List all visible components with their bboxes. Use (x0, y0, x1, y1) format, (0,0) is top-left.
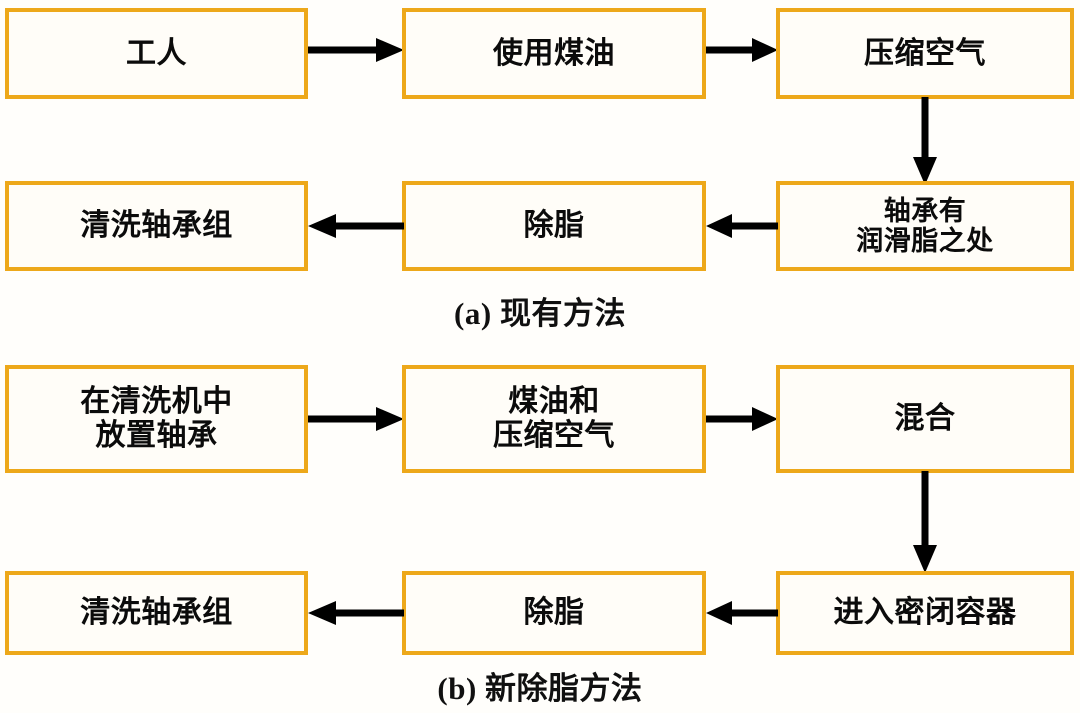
node-label: 进入密闭容器 (833, 596, 1017, 630)
process-node-compressed-air[interactable]: 压缩空气 (776, 8, 1074, 99)
node-label: 工人 (126, 36, 187, 70)
process-node-kerosene-and-compressed-air[interactable]: 煤油和 压缩空气 (402, 365, 706, 473)
process-node-mix[interactable]: 混合 (776, 365, 1074, 473)
arrow-left-grease-spot-to-degrease (704, 212, 780, 240)
node-label: 使用煤油 (493, 36, 615, 70)
arrow-left-degrease-to-clean-bearing-set-new (306, 599, 406, 627)
node-label: 除脂 (523, 209, 585, 243)
arrow-right-worker-to-kerosene (306, 36, 406, 64)
node-label: 压缩空气 (864, 36, 986, 70)
process-node-clean-bearing-set-new[interactable]: 清洗轴承组 (5, 571, 308, 655)
process-node-place-bearing-in-washer[interactable]: 在清洗机中 放置轴承 (5, 365, 308, 473)
arrow-right-place-bearing-to-kerosene-air (306, 405, 406, 433)
arrow-down-compressed-air-to-grease-spot (911, 97, 939, 185)
arrow-left-degrease-to-clean-bearing-set (306, 212, 406, 240)
figure-caption-a: (a) 现有方法 (454, 296, 626, 331)
arrow-right-kerosene-air-to-mix (704, 405, 780, 433)
node-label: 在清洗机中 放置轴承 (80, 385, 233, 452)
process-node-clean-bearing-set[interactable]: 清洗轴承组 (5, 181, 308, 271)
node-label: 清洗轴承组 (80, 209, 233, 243)
process-node-degrease[interactable]: 除脂 (402, 181, 706, 271)
node-label: 除脂 (523, 596, 585, 630)
node-label: 清洗轴承组 (80, 596, 233, 630)
process-node-bearing-grease-spot[interactable]: 轴承有 润滑脂之处 (776, 181, 1074, 271)
process-node-enter-sealed-container[interactable]: 进入密闭容器 (776, 571, 1074, 655)
arrow-down-mix-to-sealed-container (911, 471, 939, 573)
process-node-degrease-new[interactable]: 除脂 (402, 571, 706, 655)
node-label: 煤油和 压缩空气 (493, 385, 615, 452)
process-node-use-kerosene[interactable]: 使用煤油 (402, 8, 706, 99)
arrow-left-sealed-container-to-degrease (704, 599, 780, 627)
arrow-right-kerosene-to-compressed-air (704, 36, 780, 64)
figure-caption-b: (b) 新除脂方法 (437, 671, 643, 706)
node-label: 混合 (894, 402, 956, 436)
node-label: 轴承有 润滑脂之处 (856, 195, 994, 256)
process-node-worker[interactable]: 工人 (5, 8, 308, 99)
